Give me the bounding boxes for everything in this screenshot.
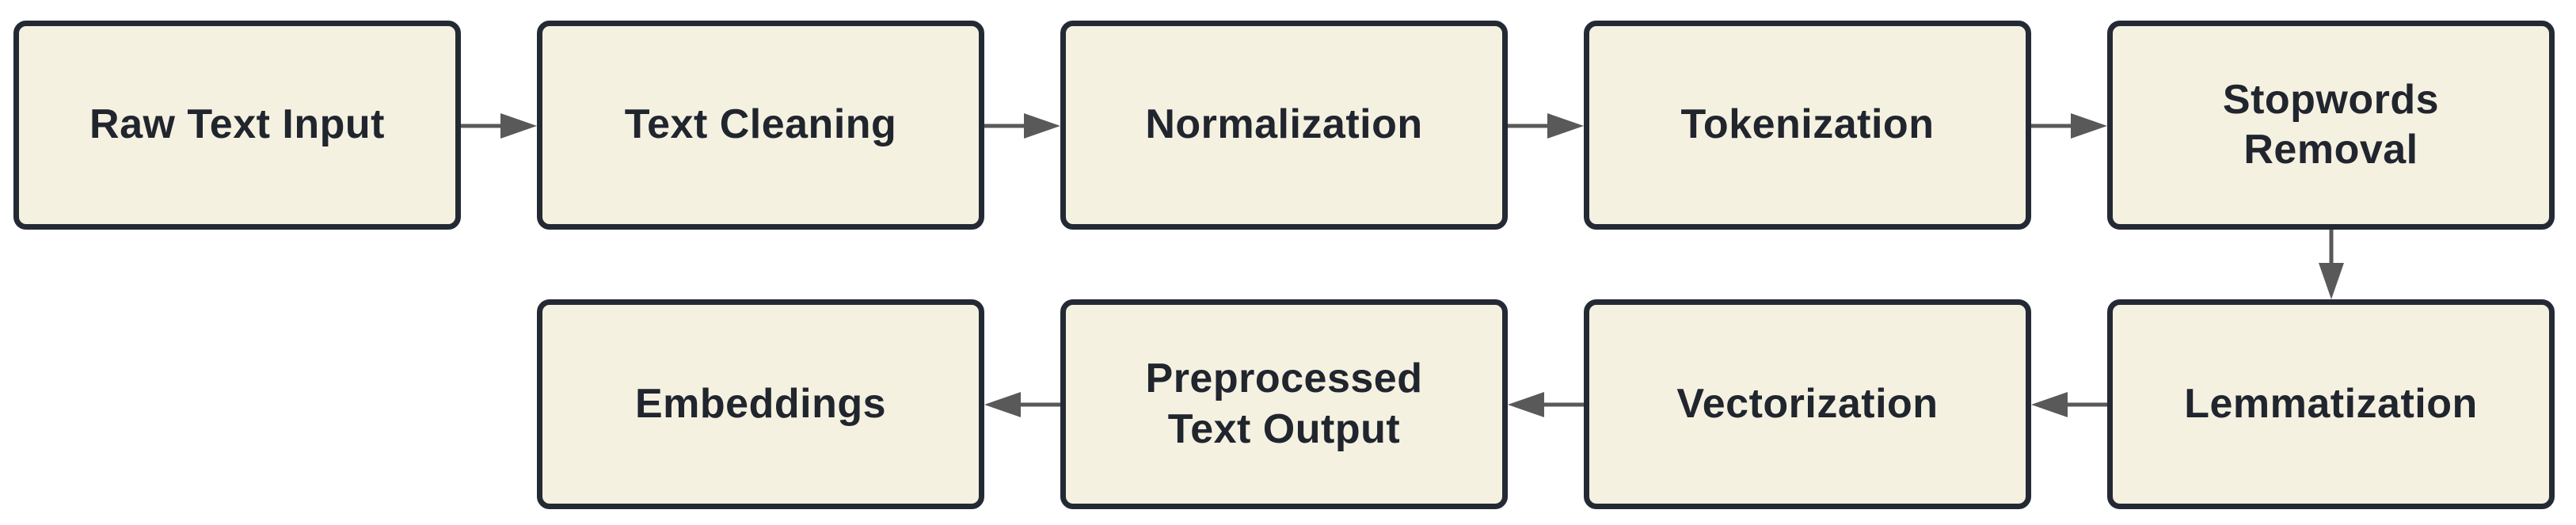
arrowhead-right-icon — [1024, 113, 1060, 139]
node-preprocessed-text-output: Preprocessed Text Output — [1060, 299, 1508, 509]
node-lemmatization: Lemmatization — [2107, 299, 2555, 509]
edge-normalization-to-tokenization — [1508, 113, 1584, 139]
arrowhead-left-icon — [2031, 392, 2068, 417]
node-text-cleaning: Text Cleaning — [537, 21, 984, 230]
node-label: Vectorization — [1676, 380, 1939, 427]
edge-vectorization-to-preprocessed-text-output — [1508, 392, 1584, 417]
node-label: Stopwords Removal — [2222, 76, 2440, 173]
node-label: Lemmatization — [2184, 380, 2478, 427]
edge-text-cleaning-to-normalization — [984, 113, 1060, 139]
arrowhead-down-icon — [2319, 263, 2344, 299]
edge-preprocessed-text-output-to-embeddings — [984, 392, 1060, 417]
edge-stopwords-removal-to-lemmatization — [2319, 230, 2344, 299]
node-label: Preprocessed Text Output — [1145, 356, 1423, 452]
node-label: Text Cleaning — [624, 101, 897, 148]
node-stopwords-removal: Stopwords Removal — [2107, 21, 2555, 230]
arrowhead-right-icon — [500, 113, 537, 139]
arrowhead-right-icon — [2071, 113, 2107, 139]
node-label: Normalization — [1145, 101, 1423, 148]
edge-raw-text-input-to-text-cleaning — [461, 113, 537, 139]
node-raw-text-input: Raw Text Input — [13, 21, 461, 230]
edge-tokenization-to-stopwords-removal — [2031, 113, 2107, 139]
node-label: Raw Text Input — [89, 101, 385, 148]
arrowhead-left-icon — [1508, 392, 1544, 417]
node-label: Tokenization — [1680, 101, 1935, 148]
node-tokenization: Tokenization — [1584, 21, 2031, 230]
edge-lemmatization-to-vectorization — [2031, 392, 2107, 417]
arrowhead-left-icon — [984, 392, 1021, 417]
node-normalization: Normalization — [1060, 21, 1508, 230]
node-label: Embeddings — [634, 380, 887, 427]
arrowhead-right-icon — [1547, 113, 1584, 139]
node-vectorization: Vectorization — [1584, 299, 2031, 509]
node-embeddings: Embeddings — [537, 299, 984, 509]
